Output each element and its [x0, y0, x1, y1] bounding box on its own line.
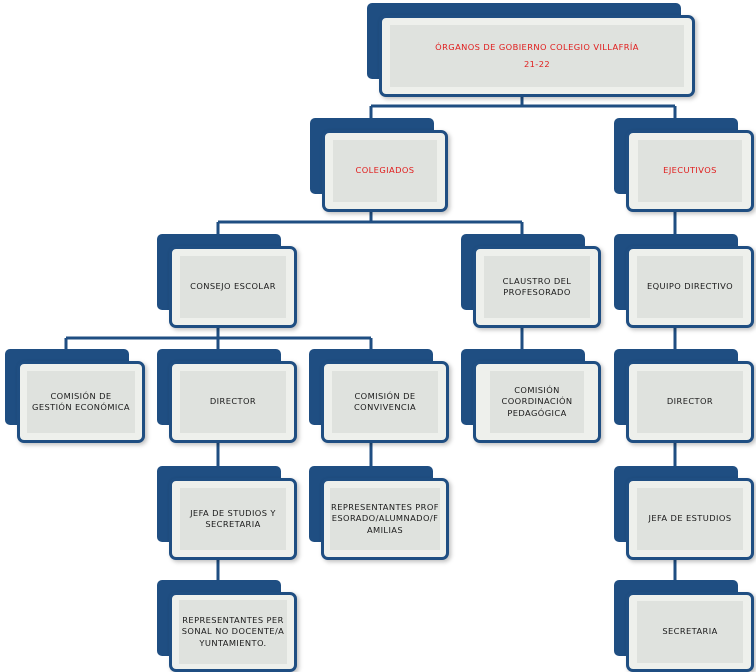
- node-representantes-personal: REPRESENTANTES PERSONAL NO DOCENTE/AYUNT…: [157, 580, 297, 672]
- node-root: ÓRGANOS DE GOBIERNO COLEGIO VILLAFRÍA 21…: [367, 3, 695, 97]
- node-claustro: CLAUSTRO DEL PROFESORADO: [461, 234, 601, 328]
- consejo-label: CONSEJO ESCOLAR: [190, 281, 276, 292]
- rep-personal-label: REPRESENTANTES PERSONAL NO DOCENTE/AYUNT…: [181, 614, 285, 648]
- connector-root: [369, 93, 677, 130]
- node-secretaria: SECRETARIA: [614, 580, 754, 672]
- node-comision-gestion: COMISIÓN DE GESTIÓN ECONÓMICA: [5, 349, 145, 443]
- jefa-estudios-label: JEFA DE ESTUDIOS: [648, 513, 732, 524]
- node-consejo-escolar: CONSEJO ESCOLAR: [157, 234, 297, 328]
- jefa-secretaria-label: JEFA DE STUDIOS Y SECRETARIA: [190, 507, 276, 530]
- claustro-label: CLAUSTRO DEL PROFESORADO: [502, 275, 572, 298]
- gestion-label: COMISIÓN DE GESTIÓN ECONÓMICA: [31, 390, 130, 413]
- colegiados-label: COLEGIADOS: [355, 165, 415, 176]
- node-director-ejecutivos: DIRECTOR: [614, 349, 754, 443]
- node-director-colegiados: DIRECTOR: [157, 349, 297, 443]
- node-representantes-familias: REPRESENTANTES PROFESORADO/ALUMNADO/FAMI…: [309, 466, 449, 560]
- node-colegiados: COLEGIADOS: [310, 118, 448, 212]
- node-ejecutivos: EJECUTIVOS: [614, 118, 754, 212]
- equipo-label: EQUIPO DIRECTIVO: [646, 281, 734, 292]
- secretaria-label: SECRETARIA: [662, 626, 718, 637]
- director-ejecutivos-label: DIRECTOR: [666, 396, 714, 407]
- convivencia-label: COMISIÓN DE CONVIVENCIA: [353, 390, 417, 413]
- node-jefa-secretaria: JEFA DE STUDIOS Y SECRETARIA: [157, 466, 297, 560]
- node-comision-convivencia: COMISIÓN DE CONVIVENCIA: [309, 349, 449, 443]
- director-colegiados-label: DIRECTOR: [209, 396, 257, 407]
- node-comision-coordinacion: COMISIÓN COORDINACIÓN PEDAGÓGICA: [461, 349, 601, 443]
- ccp-label: COMISIÓN COORDINACIÓN PEDAGÓGICA: [501, 384, 573, 418]
- root-year: 21-22: [523, 58, 551, 69]
- connector-colegiados: [216, 210, 524, 245]
- root-title: ÓRGANOS DE GOBIERNO COLEGIO VILLAFRÍA: [435, 42, 639, 52]
- node-equipo-directivo: EQUIPO DIRECTIVO: [614, 234, 754, 328]
- rep-familias-label: REPRESENTANTES PROFESORADO/ALUMNADO/FAMI…: [331, 501, 439, 535]
- node-jefa-estudios: JEFA DE ESTUDIOS: [614, 466, 754, 560]
- ejecutivos-label: EJECUTIVOS: [663, 165, 717, 176]
